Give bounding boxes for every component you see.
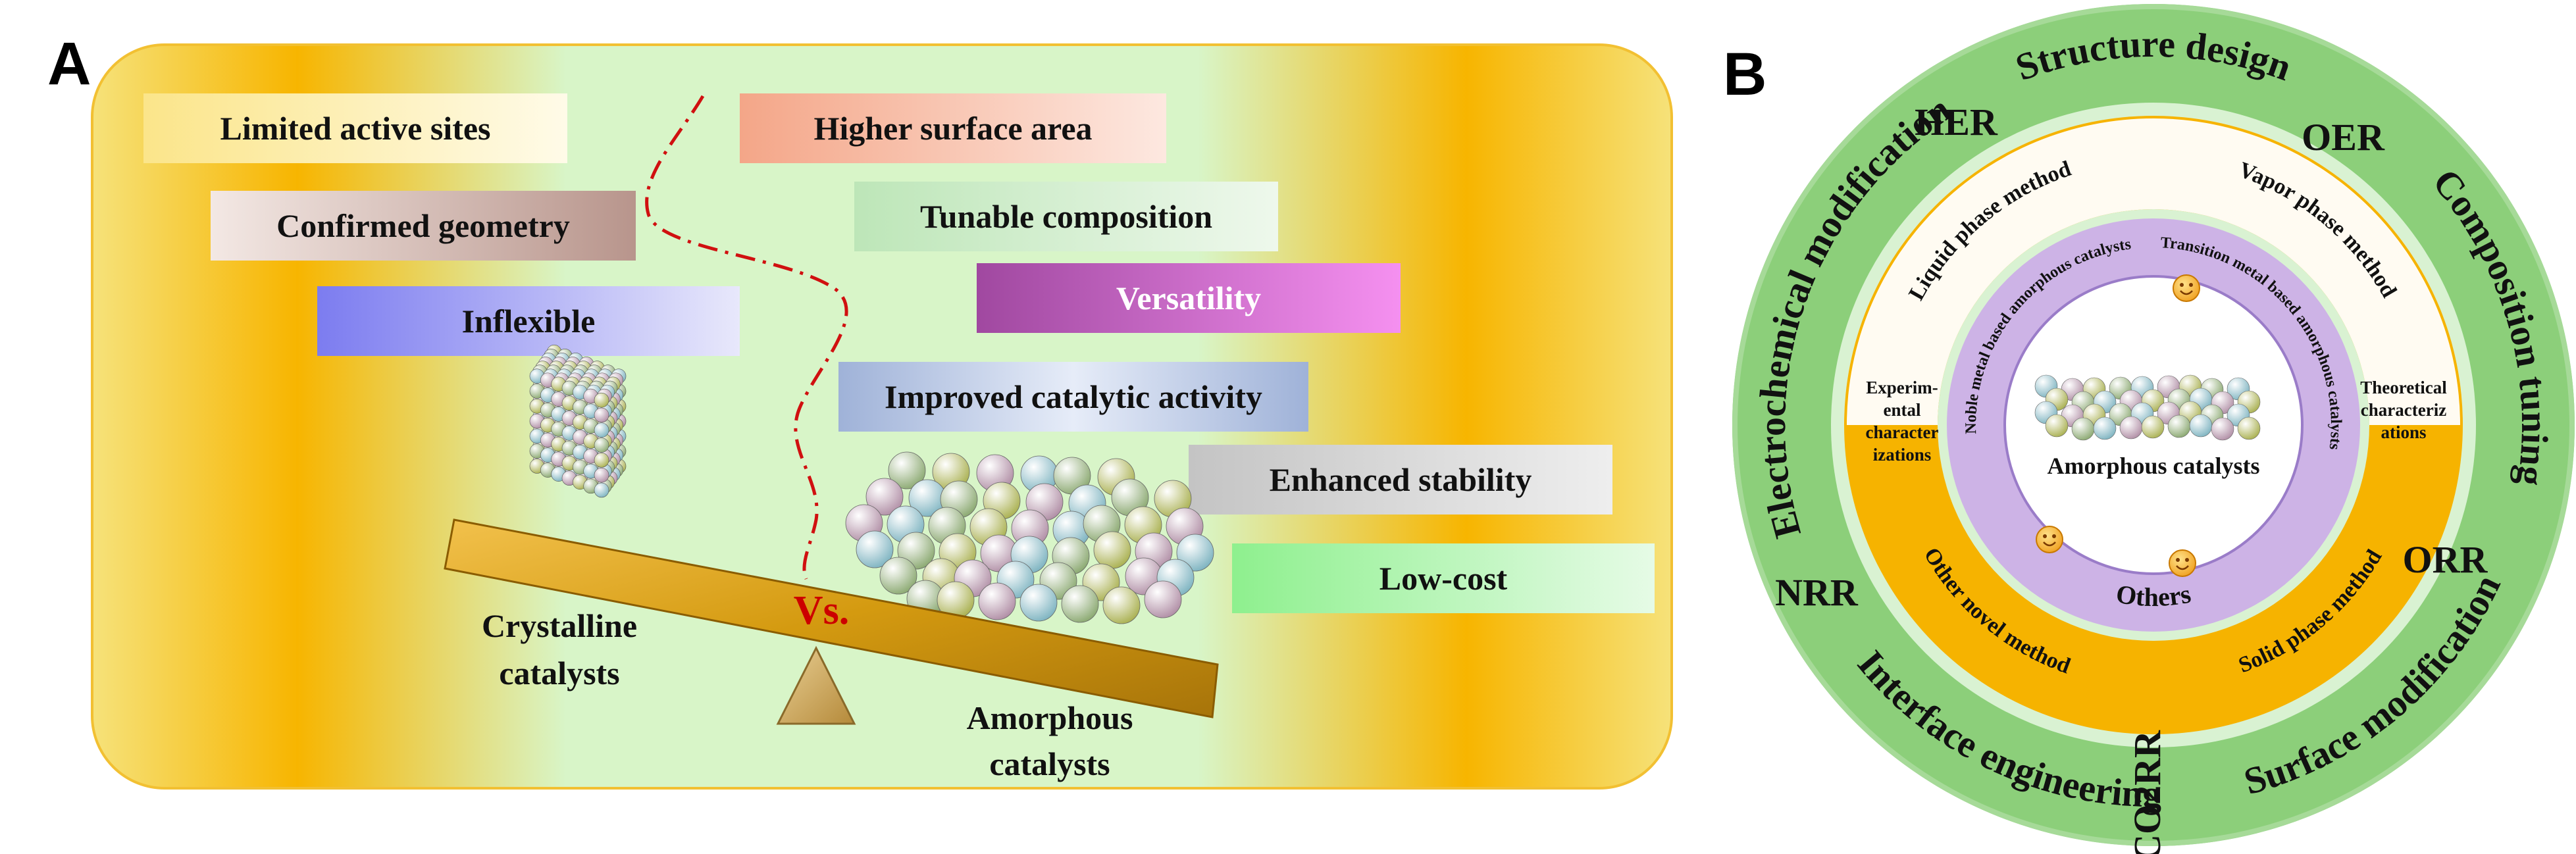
smiley-icon [2036,526,2063,553]
slab-atom [2141,415,2165,439]
amorphous-atom [865,478,904,516]
slab-atom [2045,414,2069,438]
characterization-line: Theoretical [2360,378,2447,397]
amorphous-pile-image [845,451,1214,624]
amorphous-atom [856,530,894,568]
divider-line [645,95,848,580]
amorphous-atom [1061,585,1099,623]
smiley-icon [2169,549,2196,577]
slab-atom [2189,414,2213,438]
panel-letter-a: A [47,30,91,97]
panel-letter-b: B [1723,41,1766,108]
slab-atom [2237,416,2261,440]
feature-label: Higher surface area [813,110,1092,147]
feature-box-inflexible: Inflexible [317,286,740,356]
characterization-line: character [1866,422,1939,442]
feature-label: Versatility [1116,280,1261,316]
category-label: Others [2114,578,2193,612]
amorphous-atom [1102,586,1141,624]
amorphous-atom [888,451,926,490]
smiley-icon [2173,274,2200,302]
amorphous-atom [1019,584,1058,622]
characterization-line: izations [1873,445,1932,465]
feature-box-improved: Improved catalytic activity [838,362,1308,432]
slab-atom [2211,417,2234,441]
slab-atom [2167,414,2191,438]
amorphous-label-line2: catalysts [989,745,1110,782]
lattice-atom [594,467,609,483]
feature-label: Improved catalytic activity [885,378,1262,415]
smiley-icons [2036,274,2200,577]
feature-label: Enhanced stability [1270,461,1532,498]
amorphous-atom [1093,531,1131,569]
versus-label: Vs. [794,588,849,633]
center-label: Amorphous catalysts [2047,453,2259,479]
lattice-atom [594,438,609,453]
crystalline-cube-image [529,344,627,498]
feature-label: Tunable composition [920,198,1212,235]
slab-atom [2071,417,2095,441]
amorphous-atom [879,557,917,595]
crystalline-label-line1: Crystalline [482,607,637,644]
amorphous-atom [1176,534,1214,572]
fulcrum-triangle [776,645,856,725]
feature-box-low-cost: Low-cost [1232,543,1655,613]
feature-label: Inflexible [462,303,596,339]
characterization-line: characteriz [2361,400,2446,420]
center-amorphous-image [2034,374,2261,441]
slab-atom [2093,416,2117,440]
feature-box-stability: Enhanced stability [1189,445,1612,515]
reaction-label-co2rr: CO2RR [2126,730,2169,854]
reaction-label-oer: OER [2302,116,2385,159]
crystalline-label-line2: catalysts [499,655,619,691]
lattice-atom [594,392,609,408]
feature-box-tunable: Tunable composition [854,182,1278,251]
lattice-atom [594,422,609,438]
amorphous-label-line1: Amorphous [967,699,1133,736]
lattice-atom [594,453,609,468]
reaction-label-nrr: NRR [1775,571,1859,614]
characterization-line: Experim- [1866,378,1938,397]
characterization-line: ations [2381,422,2426,442]
seesaw-beam [444,518,1219,718]
amorphous-atom [1144,580,1182,618]
amorphous-atom [978,582,1016,620]
feature-box-versatility: Versatility [977,263,1401,333]
reaction-label-orr: ORR [2403,538,2488,581]
lattice-atom [594,482,609,498]
lattice-atom [594,407,609,423]
reaction-label-her: HER [1915,101,1998,143]
slab-atom [2119,416,2143,440]
feature-box-limited: Limited active sites [143,93,567,163]
feature-label: Low-cost [1379,560,1508,597]
feature-label: Limited active sites [220,110,490,147]
feature-box-geometry: Confirmed geometry [211,191,636,261]
feature-box-surface-area: Higher surface area [740,93,1166,163]
feature-label: Confirmed geometry [276,207,570,244]
characterization-line: ental [1884,400,1921,420]
